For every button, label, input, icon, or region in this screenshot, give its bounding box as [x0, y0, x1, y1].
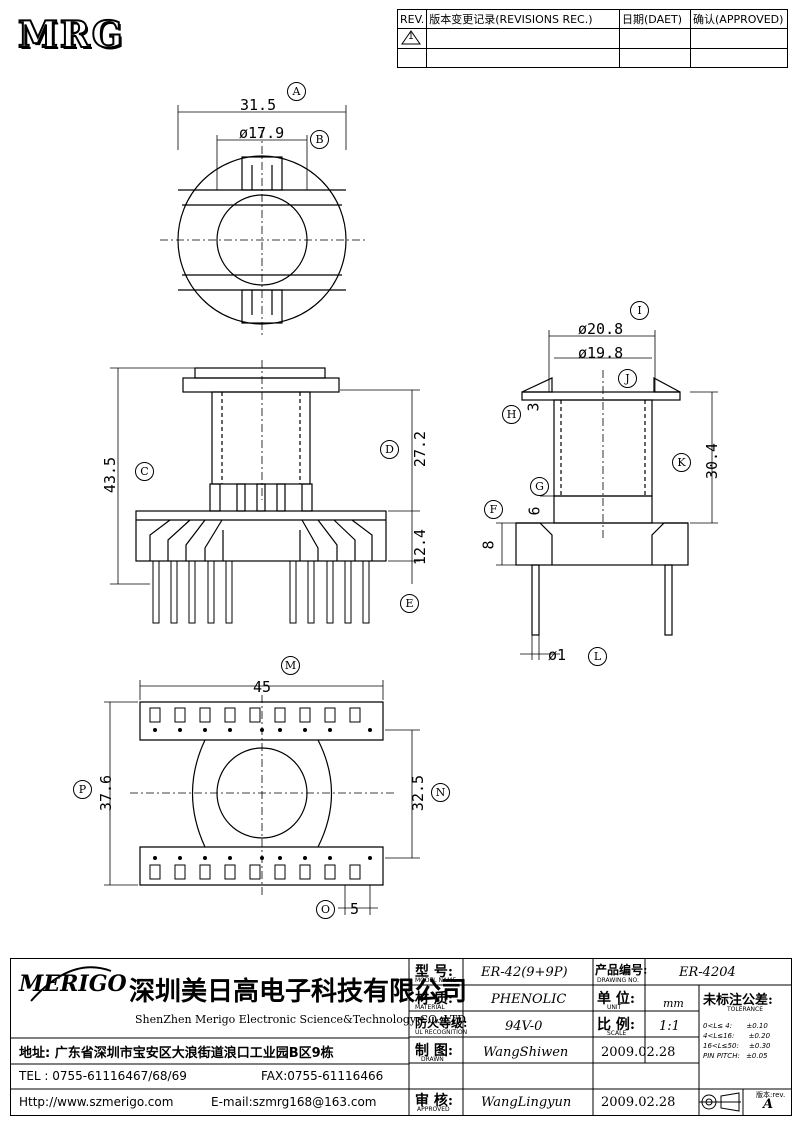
- unit-sub: UNIT: [607, 1004, 622, 1011]
- company-fax: FAX:0755-61116466: [261, 1069, 384, 1083]
- title-block: MERIGO 深圳美日高电子科技有限公司 ShenZhen Merigo Ele…: [10, 958, 792, 1116]
- merigo-swoosh-icon: [30, 966, 112, 1002]
- rev-triangle: 1: [396, 28, 428, 49]
- dim-d-value: 27.2: [411, 430, 430, 468]
- drawing-no-value: ER-4204: [679, 965, 736, 980]
- dim-m-value: 45: [253, 678, 272, 696]
- top-view: [160, 105, 365, 335]
- model-sub: MODEL NAME: [415, 977, 457, 984]
- tolerance-sub: TOLERANCE: [727, 1006, 764, 1013]
- model-label: 型 号:: [415, 964, 454, 980]
- rev-number: 1: [408, 32, 414, 42]
- scale-label: 比 例:: [597, 1017, 636, 1033]
- dim-g-value: 6: [525, 506, 544, 516]
- tol-value: ±0.10: [746, 1022, 768, 1030]
- tol-range: 16<L≤50:: [703, 1042, 739, 1050]
- dim-i-value: ø20.8: [578, 320, 624, 338]
- callout-e: E: [400, 594, 419, 613]
- dim-f-value: 8: [479, 540, 498, 550]
- company-tel: TEL : 0755-61116467/68/69: [19, 1069, 187, 1083]
- revision-table: REV. 版本变更记录(REVISIONS REC.) 日期(DAET) 确认(…: [396, 9, 788, 68]
- technical-drawing: [104, 105, 718, 915]
- rev-col-header: REV.: [396, 9, 428, 29]
- tolerance-list: 0<L≤ 4: ±0.10 4<L≤16: ±0.20 16<L≤50: ±0.…: [703, 1021, 771, 1061]
- dim-o-value: 5: [350, 900, 360, 918]
- dim-b-value: ø17.9: [239, 124, 285, 142]
- tol-value: ±0.20: [748, 1032, 771, 1040]
- dim-h-value: 3: [524, 402, 543, 412]
- drawn-label: 制 图:: [415, 1043, 454, 1059]
- company-email: E-mail:szmrg168@163.com: [211, 1095, 377, 1109]
- callout-c: C: [135, 462, 154, 481]
- merigo-logo: MERIGO: [19, 971, 127, 997]
- drawing-no-label: 产品编号:: [595, 963, 648, 977]
- scale-sub: SCALE: [607, 1030, 627, 1037]
- company-en-name: ShenZhen Merigo Electronic Science&Techn…: [135, 1013, 466, 1026]
- callout-j: J: [618, 369, 637, 388]
- dim-e-value: 12.4: [411, 528, 430, 566]
- tol-range: PIN PITCH:: [703, 1052, 740, 1060]
- drawn-name: WangShiwen: [483, 1045, 569, 1060]
- bottom-view: [104, 680, 420, 915]
- callout-b: B: [310, 130, 329, 149]
- dim-n-value: 32.5: [409, 774, 428, 812]
- material-sub: MATERIAL: [415, 1004, 445, 1011]
- callout-o: O: [316, 900, 335, 919]
- front-view: [110, 360, 420, 624]
- tol-value: ±0.30: [749, 1042, 771, 1050]
- company-website: Http://www.szmerigo.com: [19, 1095, 174, 1109]
- drawing-no-sub: DRAWING NO.: [597, 977, 639, 984]
- material-label: 材 质:: [415, 991, 454, 1007]
- callout-a: A: [287, 82, 306, 101]
- side-view: [496, 330, 718, 660]
- mrg-logo: MRG: [17, 13, 125, 57]
- model-value: ER-42(9+9P): [481, 965, 568, 980]
- approved-date: 2009.02.28: [601, 1095, 676, 1110]
- projection-symbol-icon: [699, 1092, 741, 1112]
- callout-g: G: [530, 477, 549, 496]
- approved-name: WangLingyun: [481, 1095, 572, 1110]
- dim-j-value: ø19.8: [578, 344, 624, 362]
- callout-f: F: [484, 500, 503, 519]
- tol-value: ±0.05: [746, 1052, 768, 1060]
- version-label: 版本:rev.: [756, 1091, 786, 1099]
- unit-label: 单 位:: [597, 991, 636, 1007]
- dim-l-value: ø1: [548, 646, 567, 664]
- version-value: A: [763, 1097, 774, 1112]
- scale-value: 1:1: [659, 1019, 680, 1034]
- dim-k-value: 30.4: [703, 442, 722, 480]
- unit-value: mm: [663, 997, 684, 1010]
- callout-i: I: [630, 301, 649, 320]
- dim-p-value: 37.6: [97, 774, 116, 812]
- approved-col-header: 确认(APPROVED): [690, 9, 788, 29]
- drawn-sub: DRAWN: [421, 1056, 444, 1063]
- tol-range: 4<L≤16:: [703, 1032, 735, 1040]
- drawn-date: 2009.02.28: [601, 1045, 676, 1060]
- approved-label: 审 核:: [415, 1093, 454, 1109]
- dim-a-value: 31.5: [240, 96, 277, 114]
- callout-n: N: [431, 783, 450, 802]
- callout-k: K: [672, 453, 691, 472]
- title-block-grid: [11, 959, 791, 1115]
- callout-l: L: [588, 647, 607, 666]
- ul-value: 94V-0: [505, 1019, 543, 1034]
- dim-c-value: 43.5: [101, 456, 120, 494]
- callout-h: H: [502, 405, 521, 424]
- revision-triangle-icon: [401, 30, 421, 45]
- tolerance-label: 未标注公差:: [703, 993, 773, 1008]
- callout-d: D: [380, 440, 399, 459]
- callout-m: M: [281, 656, 300, 675]
- ul-sub: UL RECOGNITION: [415, 1029, 468, 1036]
- tol-range: 0<L≤ 4:: [703, 1022, 733, 1030]
- callout-p: P: [73, 780, 92, 799]
- ul-label: 防火等级:: [415, 1016, 468, 1030]
- company-address: 地址: 广东省深圳市宝安区大浪街道浪口工业园B区9栋: [19, 1046, 334, 1061]
- material-value: PHENOLIC: [491, 992, 567, 1007]
- company-cn-name: 深圳美日高电子科技有限公司: [129, 977, 468, 1007]
- approved-sub: APPROVED: [417, 1106, 450, 1113]
